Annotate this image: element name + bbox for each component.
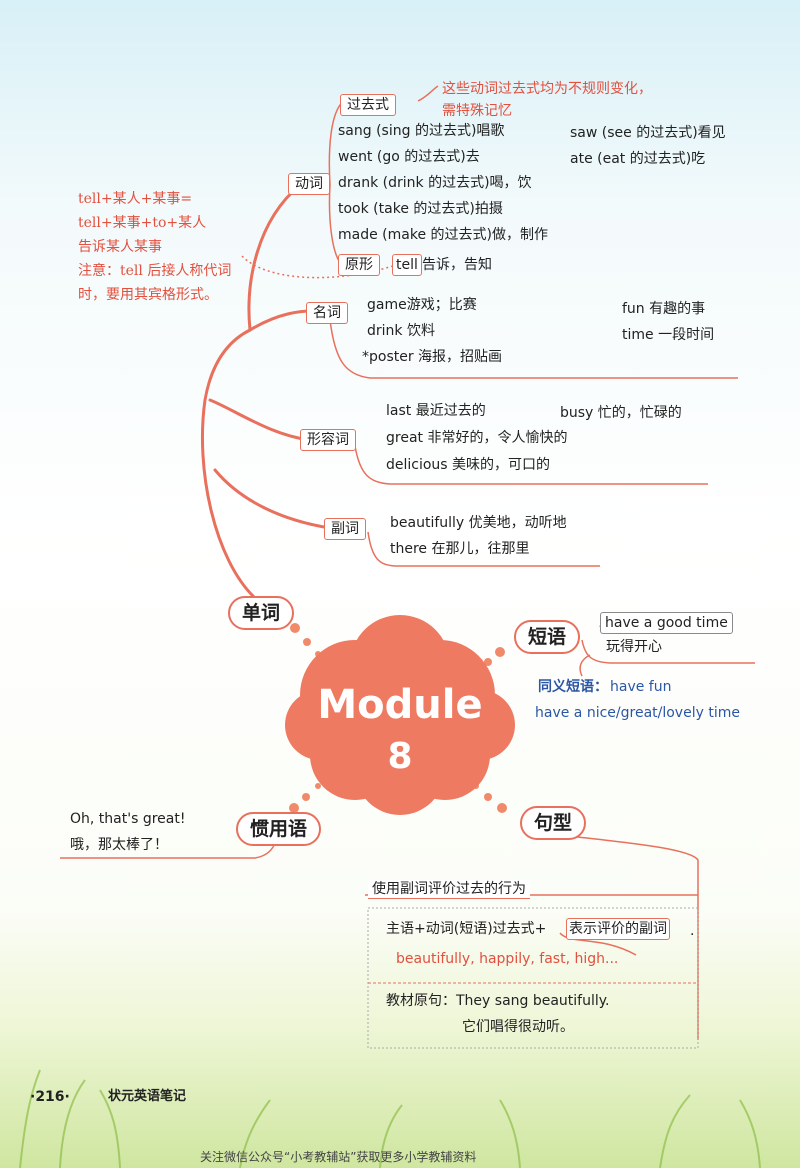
tell-note-line: tell+某人+某事= xyxy=(78,191,193,207)
adverb-item: beautifully 优美地，动听地 xyxy=(390,515,567,531)
phrase-main: have a good time xyxy=(600,612,733,634)
tell-note-line: 告诉某人某事 xyxy=(78,239,162,255)
adjective-item: delicious 美味的，可口的 xyxy=(386,457,551,473)
pattern-period: . xyxy=(690,923,695,939)
noun-item: *poster 海报，招贴画 xyxy=(362,349,503,365)
verb-past-item: saw (see 的过去式)看见 xyxy=(570,125,726,141)
verb-past-item: sang (sing 的过去式)唱歌 xyxy=(338,123,505,139)
synonym-phrase: have a nice/great/lovely time xyxy=(535,705,740,721)
noun-item: fun 有趣的事 xyxy=(622,301,706,317)
branch-sentences: 句型 xyxy=(520,806,587,840)
pattern-adverb-box: 表示评价的副词 xyxy=(566,918,670,940)
phrase-meaning: 玩得开心 xyxy=(606,639,662,655)
branch-phrases: 短语 xyxy=(514,620,581,654)
page-number: ·216· xyxy=(30,1089,70,1105)
book-title: 状元英语笔记 xyxy=(108,1089,187,1104)
center-number: 8 xyxy=(387,736,413,777)
base-form-label: 原形 xyxy=(338,254,380,276)
noun-item: time 一段时间 xyxy=(622,327,715,343)
idiom-zh: 哦，那太棒了！ xyxy=(70,837,168,853)
original-sentence: 教材原句：They sang beautifully. xyxy=(386,993,610,1009)
pattern-structure: 主语+动词(短语)过去式+ xyxy=(386,921,547,937)
noun-label: 名词 xyxy=(306,302,348,324)
synonym-label: 同义短语： xyxy=(538,679,608,695)
original-translation: 它们唱得很动听。 xyxy=(462,1019,574,1035)
pattern-examples: beautifully, happily, fast, high... xyxy=(396,951,619,967)
tell-word: tell xyxy=(392,254,422,276)
adjective-item: busy 忙的，忙碌的 xyxy=(560,405,682,421)
verb-past-item: made (make 的过去式)做，制作 xyxy=(338,227,548,243)
tell-note-line: 注意：tell 后接人称代词 xyxy=(78,263,232,279)
pattern-title: 使用副词评价过去的行为 xyxy=(368,880,530,899)
past-note-line2: 需特殊记忆 xyxy=(442,103,512,119)
noun-item: drink 饮料 xyxy=(367,323,435,339)
idiom-en: Oh, that's great! xyxy=(70,811,186,827)
adverb-label: 副词 xyxy=(324,518,366,540)
center-cloud xyxy=(285,615,515,815)
verb-past-item: drank (drink 的过去式)喝，饮 xyxy=(338,175,532,191)
adjective-item: last 最近过去的 xyxy=(386,403,486,419)
tell-note-line: 时，要用其宾格形式。 xyxy=(78,287,218,303)
past-note-line1: 这些动词过去式均为不规则变化， xyxy=(442,81,652,97)
tell-note-line: tell+某事+to+某人 xyxy=(78,215,207,231)
verb-past-item: went (go 的过去式)去 xyxy=(338,149,480,165)
tell-meaning: 告诉，告知 xyxy=(422,257,492,273)
adjective-label: 形容词 xyxy=(300,429,356,451)
watermark: 关注微信公众号“小考教辅站”获取更多小学教辅资料 xyxy=(200,1150,477,1164)
center-title: Module xyxy=(317,682,483,728)
branch-words: 单词 xyxy=(228,596,295,630)
verb-label: 动词 xyxy=(288,173,330,195)
adjective-item: great 非常好的，令人愉快的 xyxy=(386,430,568,446)
verb-past-item: took (take 的过去式)拍摄 xyxy=(338,201,503,217)
verb-past-item: ate (eat 的过去式)吃 xyxy=(570,151,706,167)
noun-item: game游戏；比赛 xyxy=(367,297,477,313)
adverb-item: there 在那儿，往那里 xyxy=(390,541,530,557)
synonym-phrase: have fun xyxy=(610,679,672,695)
past-tense-label: 过去式 xyxy=(340,94,396,116)
branch-idioms: 惯用语 xyxy=(236,812,322,846)
